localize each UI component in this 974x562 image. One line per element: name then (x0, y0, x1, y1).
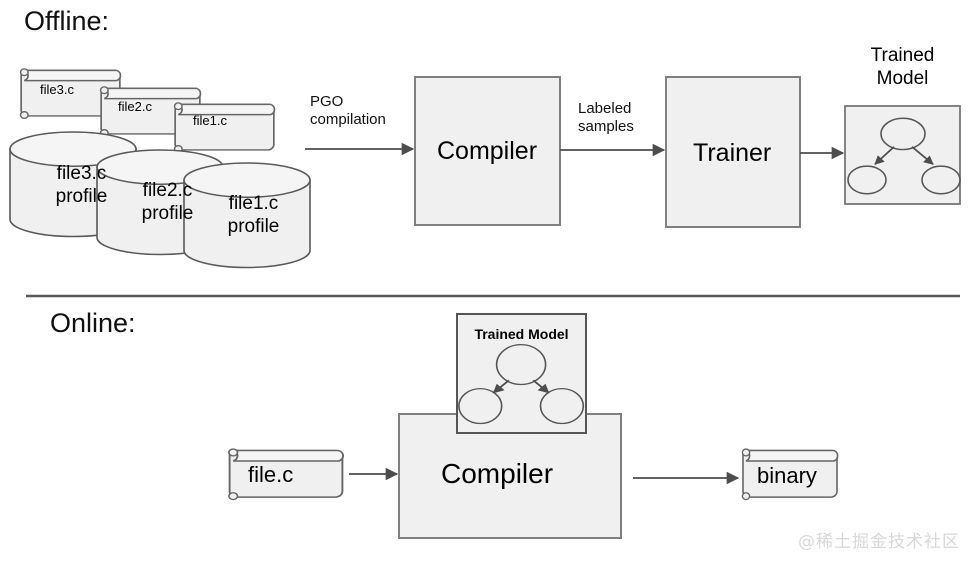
edge-label-labeled-samples: Labeled samples (578, 100, 634, 135)
profile-label-file1: file1.c profile (227, 193, 280, 237)
online-compiler-label: Compiler (441, 458, 554, 489)
source-file-label-file3: file3.c (40, 82, 74, 97)
watermark-text: @稀土掘金技术社区 (798, 532, 960, 552)
profile-label-file3: file3.c profile (55, 163, 108, 207)
offline-trainer-label: Trainer (693, 139, 772, 167)
source-file-label-file1: file1.c (193, 113, 227, 128)
profile-label-file2: file2.c profile (141, 180, 194, 224)
source-file-label-file2: file2.c (118, 99, 152, 114)
online-section-title: Online: (50, 308, 136, 338)
online-trained-model-caption: Trained Model (474, 326, 569, 342)
online-output-file-label: binary (757, 463, 817, 488)
offline-compiler-label: Compiler (437, 137, 538, 165)
offline-trained-model-caption: Trained Model (870, 45, 935, 89)
offline-section-title: Offline: (24, 6, 110, 36)
online-input-file-label: file.c (248, 462, 294, 487)
offline-trainer-box (665, 76, 801, 228)
offline-compiler-box (414, 76, 561, 226)
edge-label-pgo-compilation: PGO compilation (310, 93, 386, 128)
